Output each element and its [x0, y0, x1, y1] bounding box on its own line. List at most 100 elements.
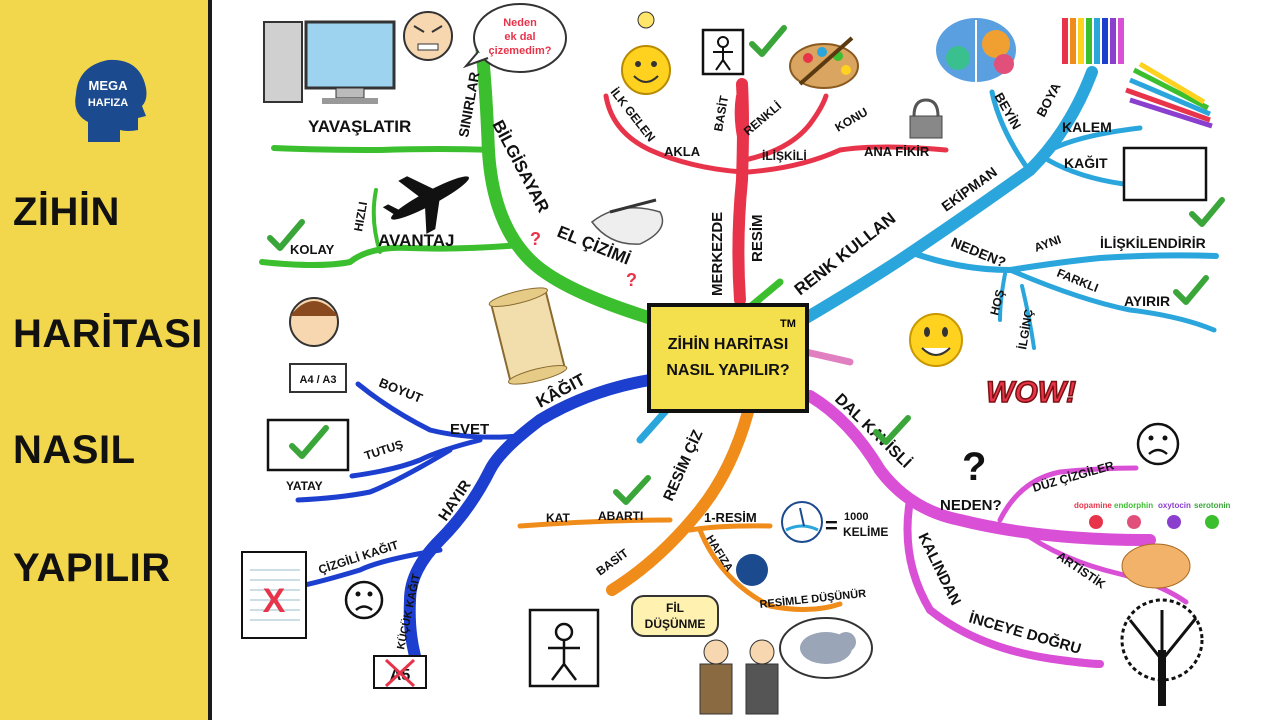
- label-endorphin: endorphin: [1114, 501, 1153, 510]
- angry-face-icon: [403, 11, 453, 61]
- trademark-label: TM: [780, 318, 796, 330]
- bubble-line3: çizemedim?: [489, 45, 552, 57]
- bubble-line1: Neden: [503, 17, 537, 29]
- branch-resim-ciz: [517, 406, 843, 613]
- label-a4a3: A4 / A3: [300, 374, 337, 386]
- label-basit-orange: BASİT: [593, 545, 631, 579]
- label-boya: BOYA: [1033, 80, 1064, 120]
- hand-drawing-icon: [590, 198, 664, 245]
- label-1000: 1000: [844, 511, 868, 523]
- label-avantaj: AVANTAJ: [378, 231, 455, 250]
- label-hizli: HIZLI: [351, 201, 370, 233]
- label-resim-ciz: RESİM ÇİZ: [660, 427, 706, 503]
- sad-face-small-icon: [344, 580, 384, 620]
- label-kelime: KELİME: [843, 524, 888, 539]
- label-hos: HOŞ: [987, 288, 1007, 317]
- mega-hafiza-small-logo: [736, 554, 768, 586]
- boy-holding-sign-icon: A4 / A3: [289, 297, 347, 393]
- branch-bilgisayar: [259, 43, 657, 325]
- pencil-bundle-icon: [1125, 61, 1213, 129]
- question-mark-icon: ?: [962, 445, 986, 489]
- label-el-cizimi-q: ?: [626, 270, 637, 290]
- check-icon-iliskilendirir: [1189, 197, 1225, 227]
- label-yatay: YATAY: [286, 479, 323, 493]
- sidebar-word-haritasi: HARİTASI: [13, 312, 203, 356]
- businessmen-icon: [699, 639, 779, 715]
- logo-line2: HAFIZA: [88, 97, 128, 109]
- branch-dal: [804, 390, 1189, 668]
- label-ayni: AYNI: [1032, 232, 1063, 255]
- computer-icon: [263, 20, 396, 104]
- label-bilgisayar-q: ?: [530, 229, 541, 249]
- title-sidebar: MEGA HAFIZA ZİHİN HARİTASI NASIL YAPILIR: [0, 0, 212, 720]
- label-tutus: TUTUŞ: [363, 437, 405, 463]
- label-resim: RESİM: [749, 214, 766, 262]
- brain-icon: [936, 18, 1016, 82]
- label-dopamine: dopamine: [1074, 501, 1112, 510]
- label-akla: AKLA: [664, 144, 701, 159]
- label-sinirlar: SINIRLAR: [455, 71, 482, 139]
- label-kagit-renk: KAĞIT: [1064, 154, 1108, 171]
- label-renk-kullan: RENK KULLAN: [791, 209, 899, 300]
- central-topic-line2: NASIL YAPILIR?: [666, 362, 790, 379]
- label-kolay: KOLAY: [290, 242, 335, 257]
- check-icon-dal: [873, 415, 911, 445]
- check-icon-resim-ciz: [613, 475, 651, 505]
- check-icon-yatay: [289, 425, 329, 459]
- label-ilginc: İLGİNÇ: [1014, 308, 1036, 351]
- padlock-icon: [909, 98, 943, 139]
- label-iliskili: İLİŞKİLİ: [762, 148, 807, 163]
- mind-map-canvas: YAVAŞLATIR SINIRLAR BİLGİSAYAR ? AVANTAJ…: [241, 3, 1231, 715]
- bubble-line2: ek dal: [504, 31, 535, 43]
- label-konu: KONU: [833, 105, 871, 135]
- label-dusunme: DÜŞÜNME: [645, 616, 706, 631]
- smiley-icon: [909, 313, 963, 367]
- label-abarti: ABARTI: [598, 509, 643, 523]
- label-neden-dal: NEDEN?: [940, 497, 1002, 514]
- sidebar-word-nasil: NASIL: [13, 428, 136, 472]
- label-evet: EVET: [450, 421, 489, 438]
- lined-paper-icon: X: [241, 551, 307, 639]
- speech-bubble: Neden ek dal çizemedim?: [462, 3, 567, 73]
- sidebar-word-yapilir: YAPILIR: [13, 546, 171, 590]
- stick-figure-big-box: [528, 608, 600, 688]
- label-ana-fikir: ANA FİKİR: [864, 144, 930, 159]
- label-fil: FİL: [666, 600, 684, 615]
- stick-figure-box: [701, 28, 745, 76]
- branch-kagit: [295, 374, 656, 678]
- central-topic-line1: ZİHİN HARİTASI: [667, 336, 789, 353]
- central-topic: ZİHİN HARİTASI NASIL YAPILIR?: [647, 303, 809, 413]
- palette-icon: [789, 36, 859, 89]
- check-icon-kolay: [267, 219, 305, 251]
- label-kucuk-kagit: KÜÇÜK KAĞIT: [394, 572, 423, 650]
- elephant-thought-icon: [779, 617, 873, 679]
- logo-line1: MEGA: [89, 78, 129, 93]
- label-ayirir: AYIRIR: [1124, 293, 1170, 309]
- label-merkezde: MERKEZDE: [709, 212, 726, 296]
- branch-merkezde: [603, 78, 949, 306]
- brain-chemicals-icon: dopamine endorphin oxytocin serotonin: [1074, 501, 1231, 589]
- check-icon-red: [749, 25, 787, 57]
- sidebar-word-zihin: ZİHİN: [13, 190, 120, 234]
- blank-paper-icon: [1122, 146, 1208, 202]
- branch-renk: [800, 66, 1219, 350]
- sad-face-icon: [1136, 422, 1180, 466]
- label-iliskilendirir: İLİŞKİLENDİRİR: [1100, 235, 1206, 251]
- label-x-lined: X: [263, 582, 286, 620]
- beach-picture-icon: [781, 501, 823, 543]
- fil-dusunme-bubble: FİL DÜŞÜNME: [631, 595, 719, 637]
- label-basit-red: BASİT: [710, 94, 731, 133]
- a5-paper-icon: A5: [373, 655, 427, 689]
- wow-text: WOW!: [986, 376, 1076, 409]
- label-kat: KAT: [546, 511, 570, 525]
- lightbulb-smiley-icon: [621, 11, 671, 95]
- label-serotonin: serotonin: [1194, 501, 1231, 510]
- colored-pencils-icon: [1062, 18, 1124, 64]
- label-equals: =: [825, 513, 838, 538]
- pink-pen-icon: [802, 348, 854, 366]
- label-yavaslatir: YAVAŞLATIR: [308, 117, 411, 136]
- label-1-resim: 1-RESİM: [704, 510, 757, 525]
- scroll-icon: [488, 287, 568, 385]
- label-kalem: KALEM: [1062, 119, 1112, 135]
- label-oxytocin: oxytocin: [1158, 501, 1191, 510]
